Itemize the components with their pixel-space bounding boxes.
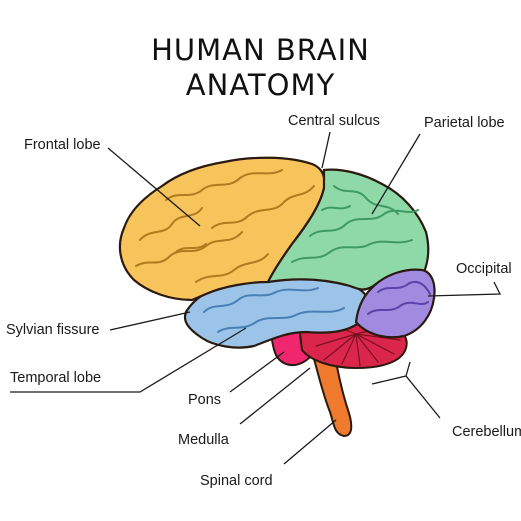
leader-frontal-lobe — [107, 147, 201, 227]
label-temporal-lobe: Temporal lobe — [10, 370, 102, 386]
frontal-gyri — [135, 169, 315, 283]
leader-pons — [229, 351, 285, 393]
leader-medulla — [239, 367, 311, 425]
label-medulla: Medulla — [178, 432, 229, 448]
leader-cerebellum — [371, 361, 441, 419]
leader-lines — [10, 131, 502, 465]
label-cerebellum: Cerebellum — [452, 425, 521, 440]
temporal-gyri — [203, 287, 345, 333]
label-parietal-lobe: Parietal lobe — [424, 115, 505, 131]
label-sylvian-fissure: Sylvian fissure — [6, 322, 100, 338]
label-occipital: Occipital — [456, 261, 512, 277]
leader-sylvian-fissure — [109, 311, 191, 331]
occipital-gyri — [367, 280, 431, 315]
occipital-lobe-shape — [354, 268, 436, 339]
leader-spinal-cord — [283, 419, 337, 465]
leader-temporal-lobe — [10, 327, 247, 393]
leader-central-sulcus — [321, 131, 331, 169]
label-spinal-cord: Spinal cord — [200, 473, 273, 489]
label-frontal-lobe: Frontal lobe — [24, 137, 101, 153]
title-line-2: ANATOMY — [185, 68, 336, 102]
leader-occipital — [427, 281, 502, 297]
label-pons: Pons — [188, 392, 222, 408]
leader-parietal-lobe — [371, 133, 421, 215]
title-line-1: HUMAN BRAIN — [151, 33, 370, 67]
parietal-gyri — [291, 185, 419, 263]
label-central-sulcus: Central sulcus — [288, 113, 380, 129]
spinal-cord-shape — [311, 351, 353, 437]
